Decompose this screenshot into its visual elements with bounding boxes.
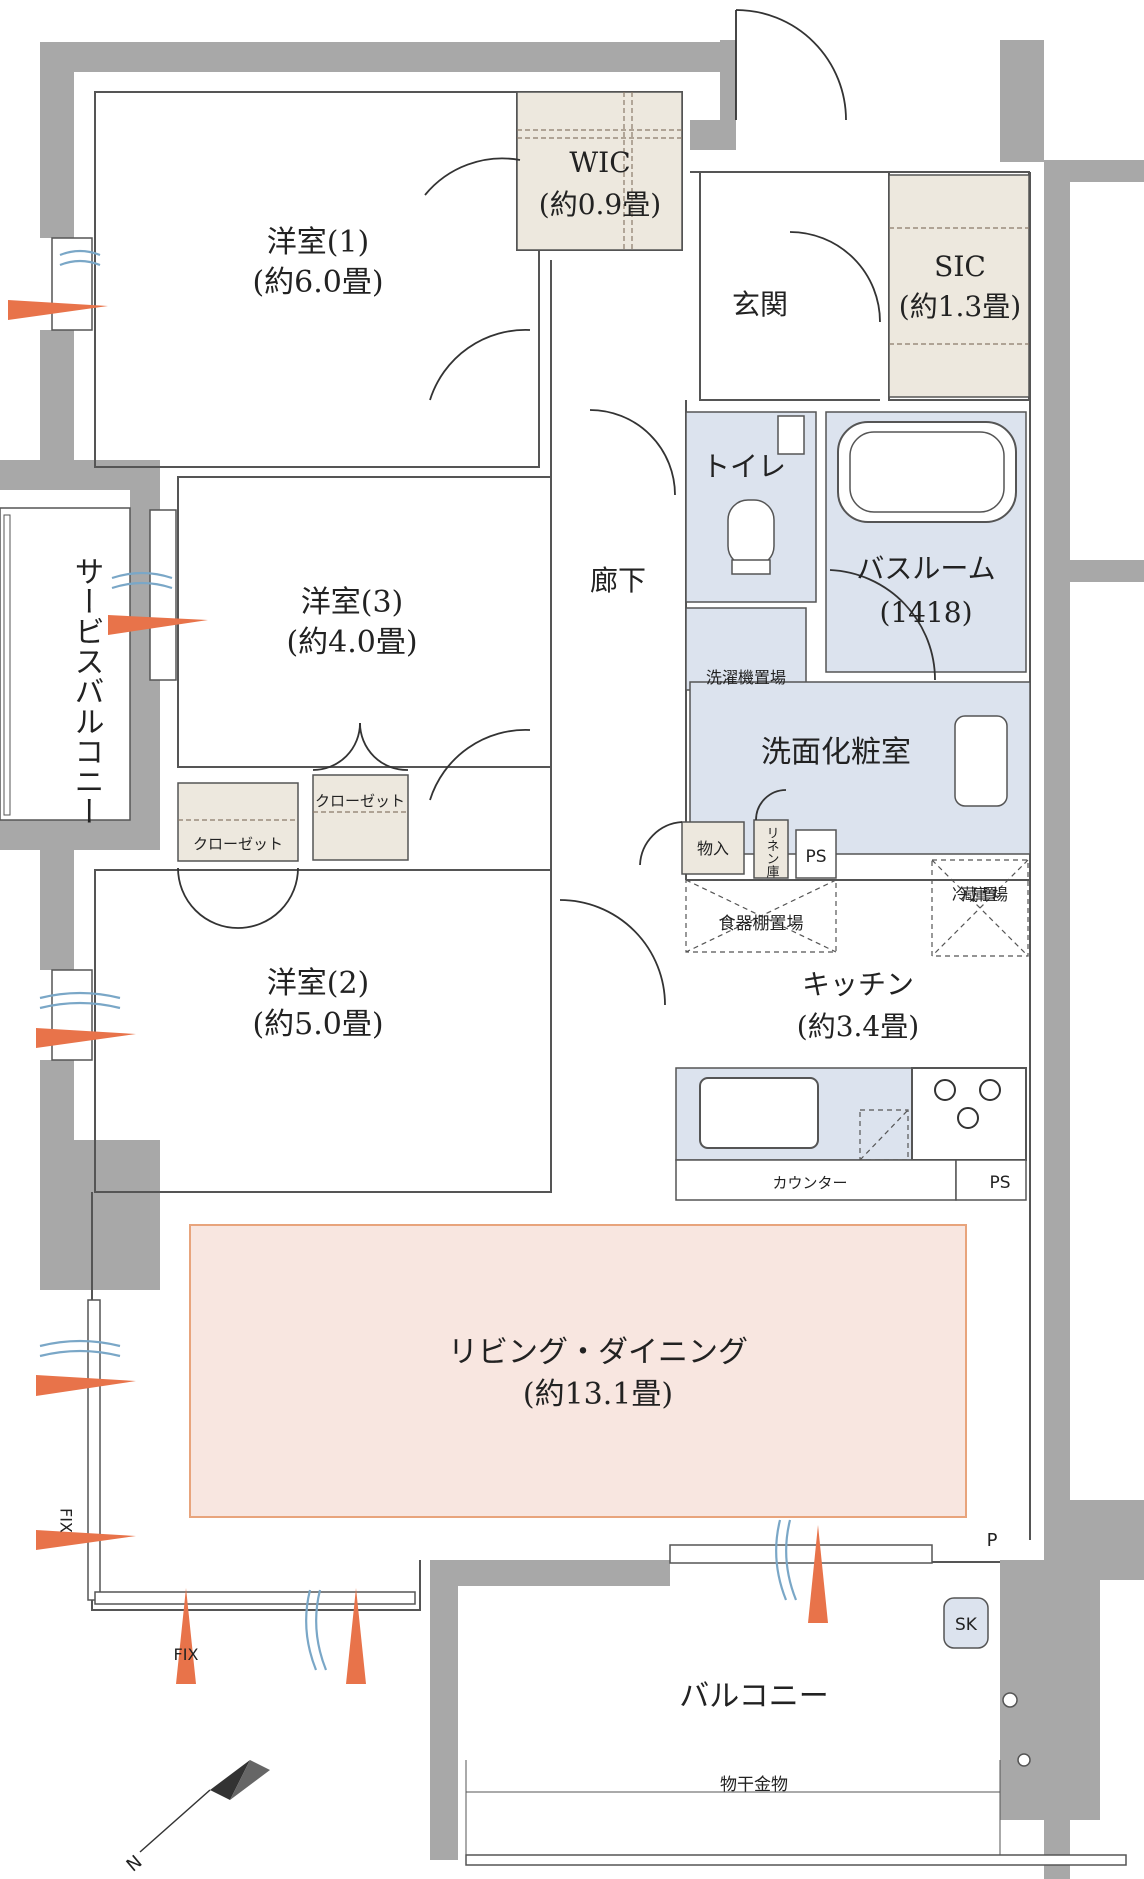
compass bbox=[139, 1760, 270, 1853]
bathroom-name: バスルーム bbox=[856, 552, 995, 585]
p-mark: P bbox=[987, 1530, 998, 1551]
sk-fixture bbox=[943, 1597, 989, 1649]
entrance-name: 玄関 bbox=[732, 288, 788, 321]
sic-area: (約1.3畳) bbox=[899, 290, 1021, 323]
small-boxes bbox=[681, 819, 789, 879]
ps-1-box bbox=[795, 829, 837, 879]
washroom-name: 洗面化粧室 bbox=[761, 735, 911, 770]
balcony-name: バルコニー bbox=[679, 1679, 828, 1714]
toilet-name: トイレ bbox=[702, 450, 786, 483]
windows bbox=[51, 237, 1127, 1866]
compass-north: N bbox=[123, 1851, 147, 1876]
ps-1-label: PS bbox=[805, 847, 826, 867]
service-balcony-area bbox=[0, 507, 131, 821]
sic-area bbox=[888, 174, 1030, 398]
fridge-name: 冷蔵庫置場 bbox=[952, 885, 1008, 904]
counter-name: カウンター bbox=[772, 1174, 847, 1192]
bathroom-size: (1418) bbox=[879, 596, 972, 629]
ps-2-label: PS bbox=[989, 1173, 1010, 1193]
corridor-name: 廊下 bbox=[590, 564, 646, 597]
living-area bbox=[189, 1224, 967, 1518]
sk-label: SK bbox=[955, 1615, 978, 1635]
doors bbox=[177, 9, 936, 1006]
ps-2-box bbox=[955, 1159, 1027, 1201]
fix-horizontal: FIX bbox=[174, 1645, 199, 1664]
wic-area: (約0.9畳) bbox=[539, 188, 661, 221]
washbasin bbox=[954, 715, 1008, 807]
kitchen-name: キッチン bbox=[802, 968, 914, 1001]
closet-a-name: クローゼット bbox=[193, 835, 283, 853]
balcony-area bbox=[458, 1586, 1000, 1854]
toilet-fixture bbox=[727, 499, 775, 567]
room-2-name: 洋室(2) bbox=[267, 966, 370, 1001]
room-1-area: (約6.0畳) bbox=[252, 265, 383, 300]
room-1-name: 洋室(1) bbox=[267, 225, 370, 260]
room-3-name: 洋室(3) bbox=[301, 585, 404, 620]
structural-walls bbox=[0, 40, 1144, 1879]
wind-lines bbox=[39, 249, 798, 1671]
washing-machine-name: 洗濯機置場 bbox=[706, 668, 786, 687]
fix-vertical: FIX bbox=[57, 1508, 76, 1533]
wic-name: WIC bbox=[569, 146, 630, 179]
room-2-area: (約5.0畳) bbox=[252, 1007, 383, 1042]
counter-box bbox=[675, 1159, 957, 1201]
closet-b-area bbox=[312, 774, 409, 861]
stove bbox=[911, 1067, 1027, 1161]
wic-area bbox=[516, 91, 683, 251]
storage-fills bbox=[177, 91, 1030, 862]
linen-name: リネン庫 bbox=[764, 826, 780, 878]
bathtub bbox=[837, 421, 1017, 523]
washing-machine-area bbox=[685, 607, 807, 691]
labels: 洋室(1) (約6.0畳) WIC (約0.9畳) 玄関 SIC (約1.3畳)… bbox=[57, 146, 1022, 1876]
closet-a-area bbox=[177, 782, 299, 862]
ventilation-arrows bbox=[8, 300, 828, 1684]
stove-burners bbox=[934, 1079, 1001, 1129]
laundry-hanger-name: 物干金物 bbox=[720, 1775, 788, 1795]
sic-name: SIC bbox=[934, 250, 986, 283]
closet-b-name: クローゼット bbox=[315, 792, 405, 810]
dish-shelf-name: 食器棚置場 bbox=[719, 914, 804, 934]
storage-shelf-lines bbox=[178, 92, 1029, 821]
living-name: リビング・ダイニング bbox=[448, 1335, 748, 1370]
storage-name: 物入 bbox=[697, 839, 729, 858]
service-balcony-name: サービスバルコニー bbox=[69, 556, 104, 826]
kitchen-sink bbox=[699, 1077, 819, 1149]
placement-boxes bbox=[685, 859, 1029, 1161]
kitchen-area: (約3.4畳) bbox=[797, 1010, 919, 1043]
room-3-area: (約4.0畳) bbox=[286, 625, 417, 660]
living-area-text: (約13.1畳) bbox=[523, 1377, 673, 1412]
